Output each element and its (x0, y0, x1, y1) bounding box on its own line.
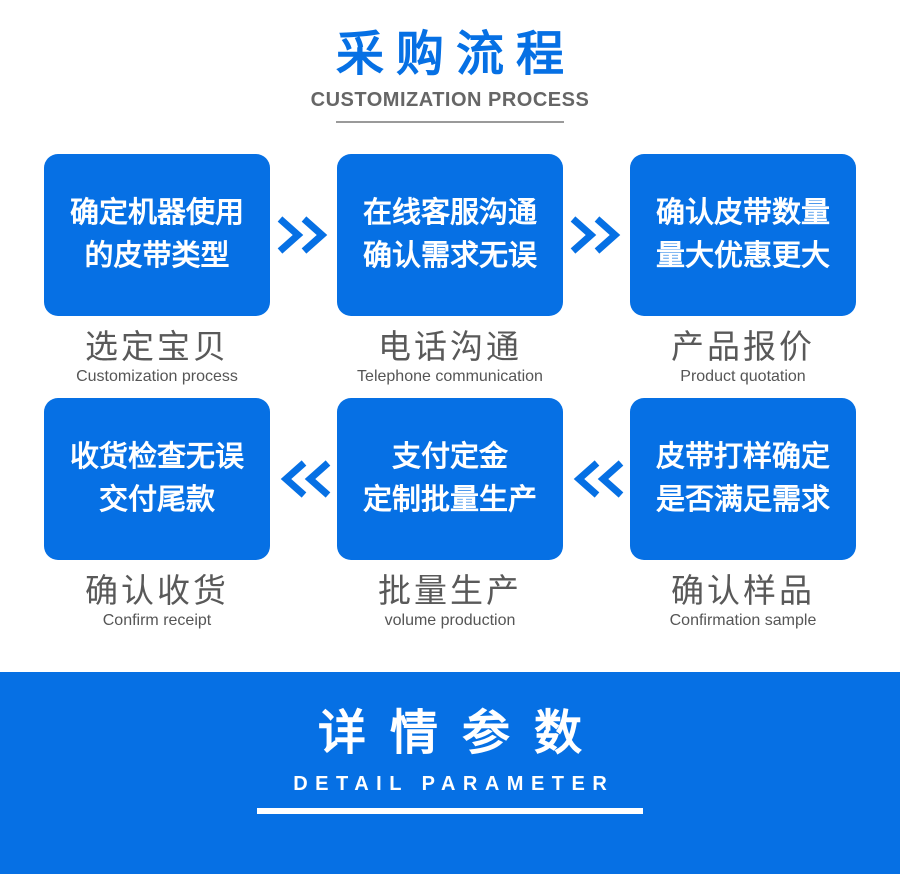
step-caption: 批量生产 (378, 572, 522, 609)
flow-row-1: 确定机器使用 的皮带类型 选定宝贝 Customization process … (0, 154, 900, 386)
banner-title: 详情参数 (317, 707, 606, 760)
step-box: 皮带打样确定 是否满足需求 (630, 398, 856, 560)
step-box-line2: 交付尾款 (98, 484, 215, 516)
step-box: 收货检查无误 交付尾款 (44, 398, 270, 560)
step-box-line2: 确认需求无误 (362, 240, 537, 272)
step-select-product: 确定机器使用 的皮带类型 选定宝贝 Customization process (44, 154, 270, 386)
step-box: 确定机器使用 的皮带类型 (44, 154, 270, 316)
section-header: 采购流程 CUSTOMIZATION PROCESS (0, 0, 900, 123)
step-box-line1: 支付定金 (391, 441, 508, 473)
step-box-line2: 是否满足需求 (655, 484, 830, 516)
flow-row-2: 收货检查无误 交付尾款 确认收货 Confirm receipt 支付定金 定制… (0, 398, 900, 630)
double-arrow-left-icon (563, 398, 630, 560)
step-box-line2: 量大优惠更大 (655, 240, 830, 272)
step-box-line1: 收货检查无误 (69, 441, 244, 473)
step-confirm-receipt: 收货检查无误 交付尾款 确认收货 Confirm receipt (44, 398, 270, 630)
step-caption-en: Product quotation (680, 368, 806, 385)
step-box: 在线客服沟通 确认需求无误 (337, 154, 563, 316)
step-box-line1: 在线客服沟通 (362, 197, 537, 229)
detail-parameter-banner: 详情参数 DETAIL PARAMETER (0, 672, 900, 874)
step-caption: 确认收货 (85, 572, 229, 609)
step-box-line1: 确认皮带数量 (655, 197, 830, 229)
step-caption: 确认样品 (671, 572, 815, 609)
step-volume-production: 支付定金 定制批量生产 批量生产 volume production (337, 398, 563, 630)
page-subtitle: CUSTOMIZATION PROCESS (310, 89, 590, 111)
step-caption: 选定宝贝 (85, 328, 229, 365)
step-caption: 电话沟通 (378, 328, 522, 365)
step-box-line2: 的皮带类型 (84, 240, 230, 272)
process-flow: 确定机器使用 的皮带类型 选定宝贝 Customization process … (0, 154, 900, 630)
step-caption-en: Confirmation sample (669, 612, 817, 629)
subtitle-underline (336, 121, 564, 123)
step-telephone-communication: 在线客服沟通 确认需求无误 电话沟通 Telephone communicati… (337, 154, 563, 386)
double-arrow-right-icon (563, 154, 630, 316)
step-box-line1: 确定机器使用 (69, 197, 244, 229)
page-title: 采购流程 (335, 28, 576, 81)
banner-subtitle: DETAIL PARAMETER (293, 773, 615, 795)
step-box: 支付定金 定制批量生产 (337, 398, 563, 560)
step-box-line1: 皮带打样确定 (655, 441, 830, 473)
banner-underline (257, 808, 643, 814)
double-arrow-left-icon (270, 398, 337, 560)
step-box: 确认皮带数量 量大优惠更大 (630, 154, 856, 316)
step-caption-en: Confirm receipt (102, 612, 212, 629)
step-caption: 产品报价 (671, 328, 815, 365)
step-caption-en: volume production (384, 612, 516, 629)
step-product-quotation: 确认皮带数量 量大优惠更大 产品报价 Product quotation (630, 154, 856, 386)
step-confirm-sample: 皮带打样确定 是否满足需求 确认样品 Confirmation sample (630, 398, 856, 630)
step-caption-en: Telephone communication (357, 368, 543, 385)
step-caption-en: Customization process (76, 368, 238, 385)
step-box-line2: 定制批量生产 (362, 484, 537, 516)
double-arrow-right-icon (270, 154, 337, 316)
